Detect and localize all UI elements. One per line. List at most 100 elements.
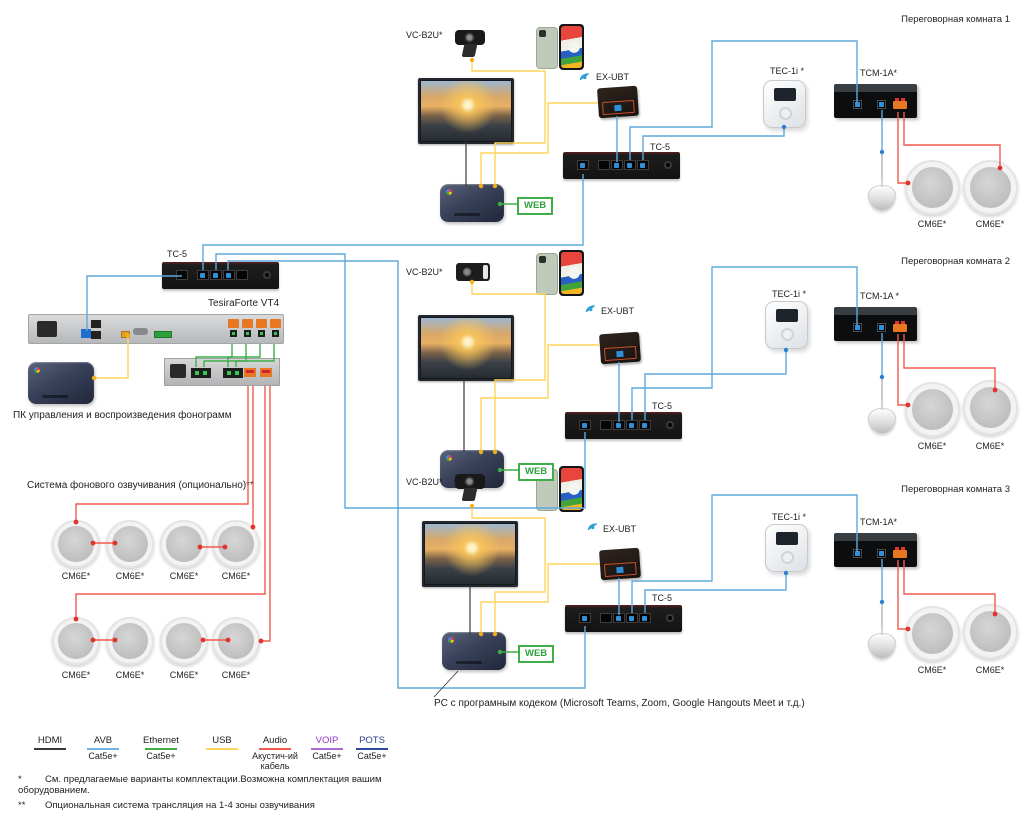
display — [418, 315, 514, 381]
rj45-port — [639, 613, 651, 623]
usb-port — [121, 331, 130, 338]
ceiling-speaker — [212, 520, 260, 568]
phone — [536, 253, 558, 295]
room-pc — [442, 632, 506, 670]
legend-color-bar — [311, 748, 343, 750]
switch-label: TC-5 — [650, 142, 670, 152]
rj45-port — [637, 160, 649, 170]
touch-panel — [763, 80, 806, 128]
bluetooth-wireless-icon — [579, 73, 589, 81]
central-network-switch — [162, 262, 279, 289]
footnote-marker: * — [18, 774, 22, 785]
ceiling-speaker — [52, 520, 100, 568]
avb-port — [853, 323, 862, 332]
avb-extender — [834, 307, 917, 341]
ceiling-speaker — [963, 380, 1018, 435]
rj45-port — [579, 613, 591, 623]
speaker-label: CM6E* — [917, 441, 947, 451]
touch-panel-label: TEC-1i * — [772, 289, 807, 299]
avb-extender-label: TCM-1A * — [860, 291, 900, 301]
smartphones — [536, 250, 584, 297]
usb-extender — [599, 547, 641, 581]
speaker-connector — [893, 547, 907, 558]
rj45-port — [176, 270, 188, 280]
usb-extender — [597, 85, 639, 119]
web-badge: WEB — [518, 645, 555, 663]
web-badge: WEB — [517, 197, 554, 215]
hdmi-cables — [433, 142, 471, 698]
bgm-system-label: Система фонового озвучивания (опциональн… — [27, 480, 254, 491]
speaker-label: CM6E* — [61, 670, 91, 680]
speaker-label: CM6E* — [975, 665, 1005, 675]
footnote-1: *См. предлагаемые варианты комплектации.… — [18, 774, 400, 796]
legend-item-voip: VOIP Cat5e+ — [295, 735, 359, 761]
legend-color-bar — [145, 748, 177, 750]
dsp-tesiraforte — [28, 314, 284, 344]
phone — [559, 250, 584, 296]
audio-input-connector — [191, 368, 211, 378]
camera-label: VC-B2U* — [406, 267, 443, 277]
legend-label: POTS — [359, 735, 385, 746]
logic-connector — [154, 331, 172, 338]
legend-item-pots: POTS Cat5e+ — [340, 735, 404, 761]
webcam — [456, 263, 490, 281]
audio-output-connector — [242, 319, 253, 337]
legend-item-ethernet: Ethernet Cat5e+ — [129, 735, 193, 761]
rj45-port — [91, 331, 101, 339]
webcam — [455, 474, 485, 489]
speaker-label: CM6E* — [61, 571, 91, 581]
footnote-2: **Опциональная система трансляция на 1-4… — [18, 800, 400, 811]
ceiling-speaker — [963, 604, 1018, 659]
rj45-port — [236, 270, 248, 280]
bt-extender-label: EX-UBT — [596, 72, 630, 82]
touch-panel-label: TEC-1i * — [770, 66, 805, 76]
avb-port — [853, 549, 862, 558]
camera-label: VC-B2U* — [406, 30, 443, 40]
room-title: Переговорная комната 1 — [901, 14, 1010, 25]
rj45-port — [223, 270, 235, 280]
ceiling-speaker — [905, 382, 960, 437]
display — [422, 521, 518, 587]
rj45-port — [600, 613, 612, 623]
legend-label: VOIP — [315, 735, 339, 746]
rj45-port — [613, 420, 625, 430]
rj45-port — [611, 160, 623, 170]
power-inlet — [170, 364, 186, 378]
touch-panel-label: TEC-1i * — [772, 512, 807, 522]
legend-sub: Cat5e+ — [312, 751, 342, 761]
speaker-label: CM6E* — [169, 571, 199, 581]
legend-color-bar — [34, 748, 66, 750]
speaker-output-connector — [244, 368, 256, 377]
speaker-connector — [893, 321, 907, 332]
bt-extender-label: EX-UBT — [601, 306, 635, 316]
bt-extender-label: EX-UBT — [603, 524, 637, 534]
mic-port — [877, 100, 886, 109]
room-title: Переговорная комната 2 — [901, 256, 1010, 267]
ceiling-speaker — [52, 617, 100, 665]
dsp-label: TesiraForte VT4 — [208, 298, 280, 309]
phone — [536, 27, 558, 69]
footnote-marker: ** — [18, 800, 26, 811]
legend-item-usb: USB — [190, 735, 254, 751]
rj45-port — [600, 420, 612, 430]
bluetooth-wireless-icon — [585, 305, 595, 313]
legend-sub: Cat5e+ — [146, 751, 176, 761]
speaker-label: CM6E* — [221, 670, 251, 680]
room-network-switch — [565, 412, 682, 439]
usb-extender — [599, 331, 641, 365]
ceiling-microphone — [868, 626, 896, 659]
rj45-port — [624, 160, 636, 170]
smartphones — [536, 24, 584, 71]
legend-color-bar — [87, 748, 119, 750]
speaker-label: CM6E* — [169, 670, 199, 680]
webcam — [455, 30, 485, 45]
ceiling-speaker — [106, 520, 154, 568]
avb-extender-label: TCM-1A* — [860, 68, 898, 78]
web-badge: WEB — [518, 463, 555, 481]
pc-codec-caption: PC с програмным кодеком (Microsoft Teams… — [434, 698, 805, 709]
microphone-stem — [881, 152, 883, 185]
legend-sub: Акустич-ий кабель — [252, 751, 298, 771]
serial-port — [133, 328, 148, 335]
ceiling-speaker — [160, 520, 208, 568]
